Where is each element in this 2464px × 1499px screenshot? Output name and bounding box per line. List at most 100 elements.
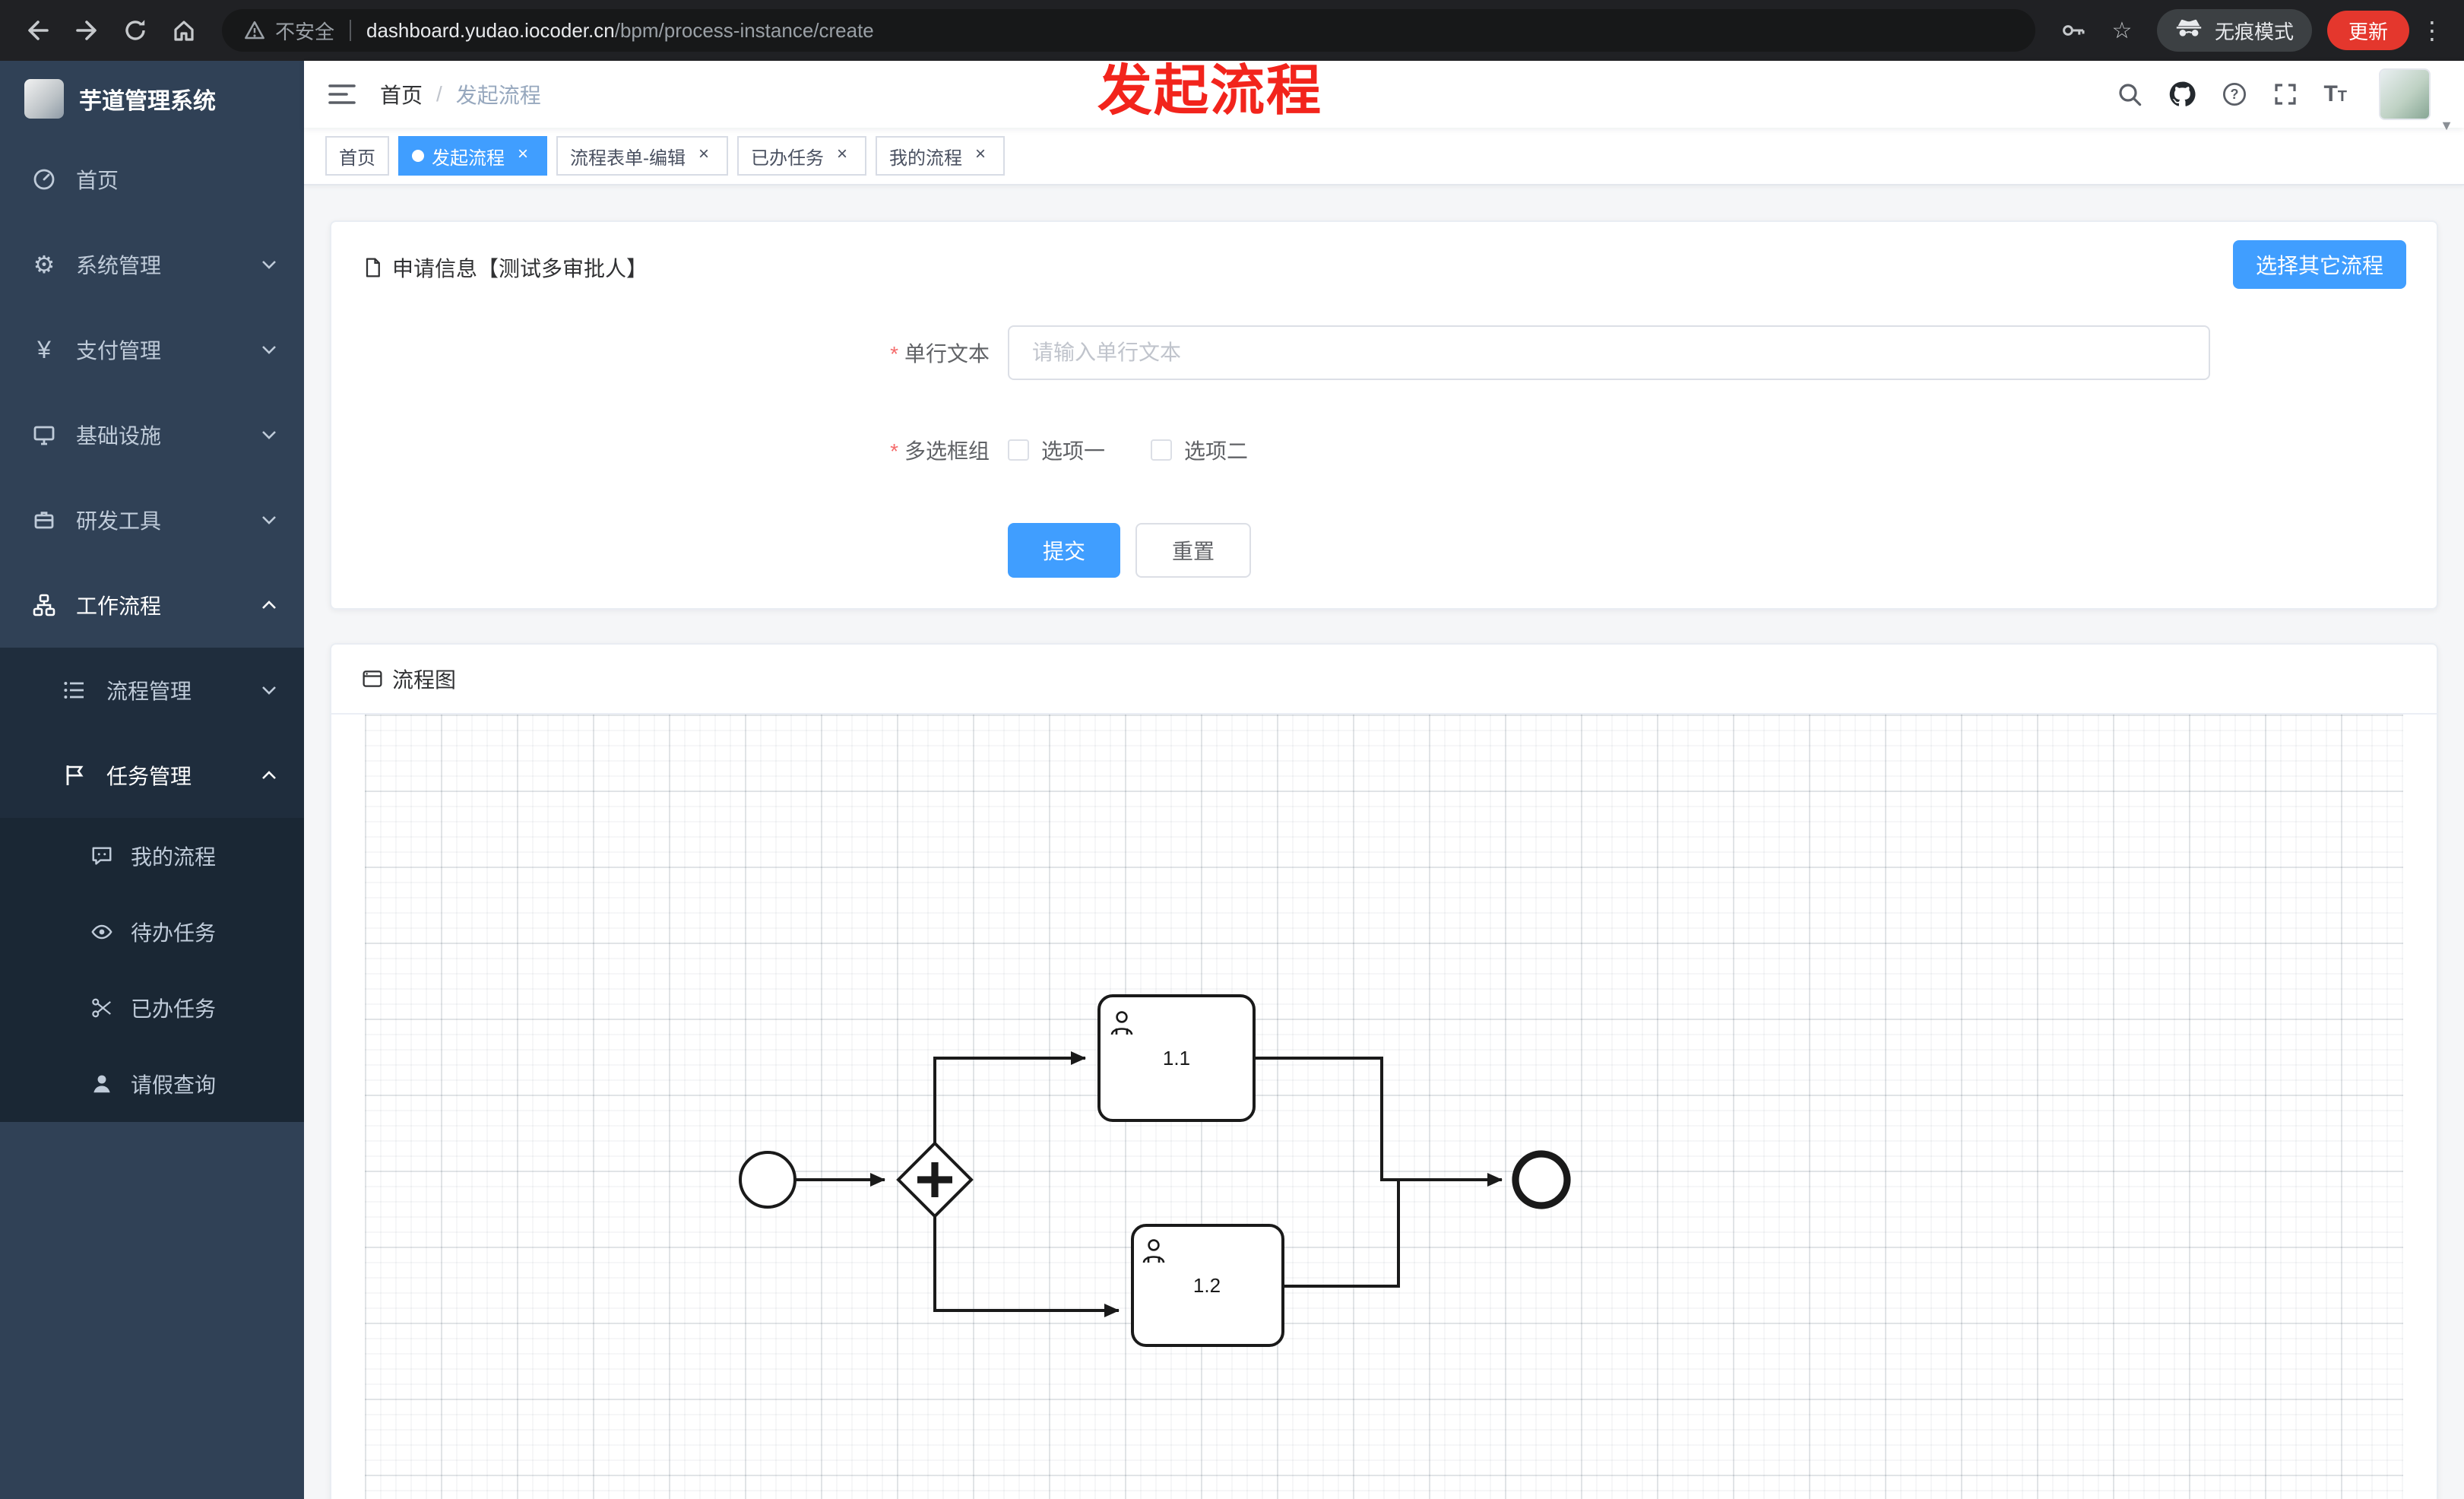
update-button[interactable]: 更新 (2326, 11, 2409, 50)
sidebar-item-payment-mgmt[interactable]: ¥ 支付管理 (0, 307, 304, 392)
user-menu[interactable]: ▼ (2379, 68, 2453, 133)
tab-home[interactable]: 首页 (325, 136, 389, 176)
caret-down-icon: ▼ (2440, 118, 2453, 133)
sidebar-item-my-process[interactable]: 我的流程 (0, 818, 304, 894)
tab-done-tasks[interactable]: 已办任务 × (737, 136, 866, 176)
not-secure-icon (243, 19, 266, 42)
bpmn-end-event[interactable] (1512, 1150, 1571, 1209)
bpmn-start-event[interactable] (739, 1151, 797, 1209)
yen-icon: ¥ (37, 336, 51, 363)
required-asterisk: * (890, 439, 898, 463)
refresh-icon[interactable] (112, 8, 158, 53)
sidebar-item-infrastructure[interactable]: 基础设施 (0, 392, 304, 477)
chevron-down-icon (261, 515, 277, 524)
single-line-text-row: *单行文本 (362, 325, 2406, 380)
tab-my-process[interactable]: 我的流程 × (876, 136, 1005, 176)
checkbox-option-1[interactable]: 选项一 (1008, 435, 1105, 465)
sidebar-item-task-mgmt[interactable]: 任务管理 (0, 733, 304, 818)
sidebar-item-label: 系统管理 (76, 254, 162, 277)
dashboard-icon (30, 167, 58, 192)
url-bar[interactable]: 不安全 dashboard.yudao.iocoder.cn/bpm/proce… (222, 9, 2035, 52)
tab-form-edit[interactable]: 流程表单-编辑 × (556, 136, 728, 176)
sidebar-item-label: 研发工具 (76, 509, 162, 533)
chevron-down-icon (261, 345, 277, 354)
apply-card-title-text: 申请信息【测试多审批人】 (392, 257, 648, 280)
chevron-down-icon (261, 686, 277, 695)
task-submenu: 我的流程 待办任务 已办任务 请假查询 (0, 818, 304, 1122)
checkbox-option-2[interactable]: 选项二 (1151, 435, 1248, 465)
logo-image (24, 79, 64, 119)
breadcrumb-current: 发起流程 (455, 84, 541, 107)
browser-chrome: 不安全 dashboard.yudao.iocoder.cn/bpm/proce… (0, 0, 2464, 61)
tab-label: 已办任务 (751, 147, 824, 169)
task-label: 1.2 (1193, 1274, 1221, 1297)
sidebar-item-todo-tasks[interactable]: 待办任务 (0, 894, 304, 970)
sidebar-item-done-tasks[interactable]: 已办任务 (0, 970, 304, 1046)
github-icon[interactable] (2168, 81, 2196, 108)
bpmn-user-task-1-1[interactable]: 1.1 (1097, 994, 1256, 1122)
sidebar-item-process-mgmt[interactable]: 流程管理 (0, 648, 304, 733)
tags-view-bar: 首页 发起流程 × 流程表单-编辑 × 已办任务 × 我的流程 × (304, 128, 2464, 185)
required-asterisk: * (890, 342, 898, 366)
monitor-icon (30, 423, 58, 447)
tab-label: 首页 (339, 147, 375, 169)
security-label: 不安全 (275, 20, 335, 43)
sidebar-toggle-button[interactable] (304, 82, 380, 106)
reset-button[interactable]: 重置 (1135, 523, 1252, 578)
sidebar-item-label: 任务管理 (106, 765, 192, 788)
bpmn-parallel-gateway[interactable] (896, 1141, 974, 1219)
apply-info-card: 申请信息【测试多审批人】 选择其它流程 *单行文本 *多选框组 选项一 (330, 220, 2438, 610)
breadcrumb-home[interactable]: 首页 (380, 84, 423, 107)
close-icon[interactable]: × (517, 144, 528, 164)
flow-gateway-to-task-1-1 (933, 1051, 1086, 1143)
home-icon[interactable] (161, 8, 207, 53)
incognito-icon (2175, 19, 2203, 43)
apply-card-title: 申请信息【测试多审批人】 (362, 252, 648, 283)
field-label: *多选框组 (890, 439, 990, 463)
forward-icon[interactable] (64, 8, 109, 53)
chevron-down-icon (261, 260, 277, 269)
bpmn-canvas[interactable]: 1.1 1.2 (365, 715, 2403, 1499)
checkbox-label: 选项二 (1184, 439, 1249, 463)
checkbox-icon[interactable] (1151, 439, 1173, 461)
sidebar-item-home[interactable]: 首页 (0, 137, 304, 222)
checkbox-icon[interactable] (1008, 439, 1029, 461)
list-icon (61, 678, 88, 702)
page-content: 申请信息【测试多审批人】 选择其它流程 *单行文本 *多选框组 选项一 (304, 185, 2464, 1499)
search-icon[interactable] (2117, 81, 2143, 107)
sidebar-item-label: 待办任务 (131, 921, 217, 945)
sidebar-item-leave-query[interactable]: 请假查询 (0, 1046, 304, 1122)
flow-gateway-to-task-1-2 (933, 1216, 1120, 1317)
star-icon[interactable]: ☆ (2111, 17, 2133, 43)
choose-other-process-button[interactable]: 选择其它流程 (2232, 240, 2406, 289)
tab-label: 流程表单-编辑 (570, 147, 686, 169)
field-label: *单行文本 (890, 342, 990, 366)
close-icon[interactable]: × (836, 144, 847, 164)
key-icon[interactable] (2051, 8, 2096, 53)
sidebar-item-workflow[interactable]: 工作流程 (0, 563, 304, 648)
bpmn-user-task-1-2[interactable]: 1.2 (1131, 1224, 1284, 1347)
sitemap-icon (30, 593, 58, 617)
document-icon (366, 258, 380, 277)
app-title: 芋道管理系统 (79, 89, 216, 114)
fullscreen-icon[interactable] (2273, 82, 2298, 106)
sidebar-item-label: 已办任务 (131, 997, 217, 1021)
close-icon[interactable]: × (698, 144, 709, 164)
workflow-submenu: 流程管理 任务管理 我的流程 待办任务 已办任务 (0, 648, 304, 1122)
annotation-title: 发起流程 (1097, 61, 1323, 122)
submit-button[interactable]: 提交 (1008, 523, 1121, 578)
close-icon[interactable]: × (974, 144, 986, 164)
browser-menu-icon[interactable]: ⋮ (2420, 17, 2444, 44)
tab-label: 我的流程 (889, 147, 962, 169)
app-logo[interactable]: 芋道管理系统 (0, 61, 304, 137)
sidebar-item-system-mgmt[interactable]: ⚙ 系统管理 (0, 222, 304, 307)
avatar[interactable] (2379, 68, 2431, 120)
sidebar-item-dev-tools[interactable]: 研发工具 (0, 477, 304, 563)
tab-create-process[interactable]: 发起流程 × (398, 136, 547, 176)
back-icon[interactable] (15, 8, 61, 53)
breadcrumb-separator: / (436, 82, 442, 106)
help-icon[interactable]: ? (2222, 81, 2247, 107)
single-line-text-input[interactable] (1008, 325, 2210, 380)
diagram-card-title-text: 流程图 (392, 668, 457, 692)
